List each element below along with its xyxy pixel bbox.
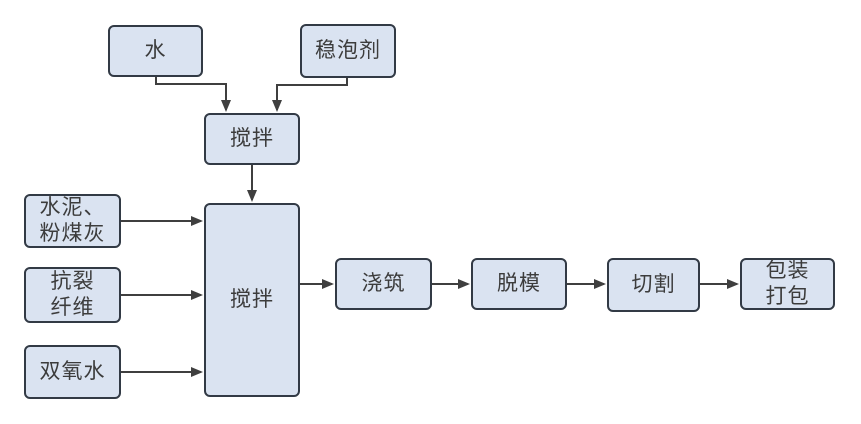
node-hydrogen-peroxide: 双氧水 — [24, 345, 121, 399]
node-hydrogen-peroxide-label: 双氧水 — [39, 359, 106, 384]
node-cutting-label: 切割 — [631, 272, 676, 297]
node-pouring: 浇筑 — [335, 258, 432, 310]
node-packaging: 包装 打包 — [740, 258, 835, 310]
node-water: 水 — [108, 25, 203, 77]
node-foam-stabilizer-label: 稳泡剂 — [315, 38, 381, 63]
node-main-mix: 搅拌 — [204, 203, 300, 397]
connector-stabilizer-to-premix — [272, 78, 348, 112]
node-pouring-label: 浇筑 — [361, 271, 406, 296]
node-water-label: 水 — [144, 38, 167, 63]
node-demolding-label: 脱模 — [497, 271, 541, 296]
node-cement-flyash-label: 水泥、 粉煤灰 — [39, 195, 106, 245]
node-cutting: 切割 — [607, 258, 700, 312]
node-main-mix-label: 搅拌 — [230, 287, 274, 312]
node-cement-flyash: 水泥、 粉煤灰 — [24, 194, 121, 248]
node-premix: 搅拌 — [204, 113, 300, 165]
node-packaging-label: 包装 打包 — [765, 258, 810, 308]
node-demolding: 脱模 — [471, 258, 567, 310]
connector-water-to-premix — [155, 77, 231, 112]
node-anticrack-fiber-label: 抗裂 纤维 — [50, 269, 95, 319]
node-anticrack-fiber: 抗裂 纤维 — [24, 267, 121, 323]
node-foam-stabilizer: 稳泡剂 — [300, 24, 396, 78]
node-premix-label: 搅拌 — [230, 126, 274, 151]
